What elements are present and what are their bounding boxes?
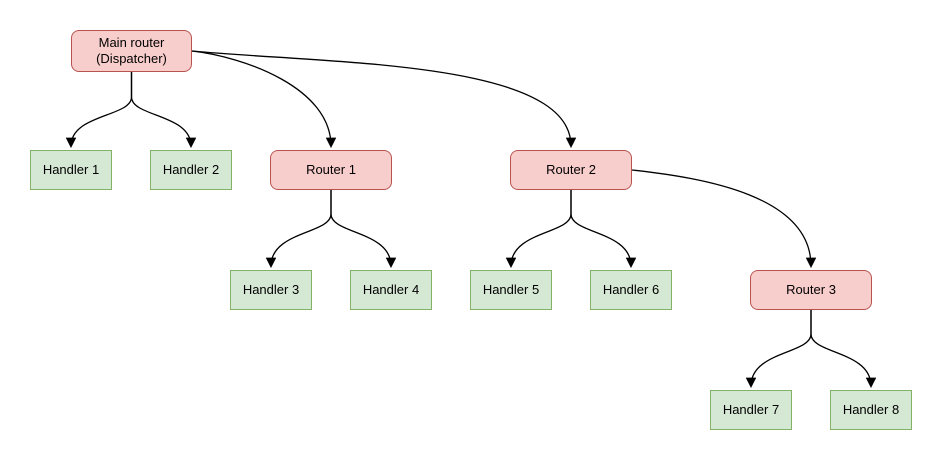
node-handler-8[interactable]: Handler 8 [830, 390, 912, 430]
edge-main-router-to-router-1 [191, 50, 337, 149]
node-label: Handler 5 [482, 281, 540, 297]
node-label: Handler 7 [722, 401, 780, 417]
node-label: Router 3 [786, 281, 836, 297]
edge-router-3-to-handler-8 [810, 310, 877, 389]
edge-main-router-to-handler-2 [130, 72, 197, 149]
edge-router-1-to-handler-3 [265, 190, 332, 269]
node-label: Handler 3 [242, 281, 300, 297]
node-router-1[interactable]: Router 1 [270, 150, 392, 190]
edge-router-3-to-handler-7 [745, 310, 812, 389]
node-handler-4[interactable]: Handler 4 [350, 270, 432, 310]
edge-router-2-to-handler-6 [570, 190, 637, 269]
node-label: Handler 4 [362, 281, 420, 297]
node-handler-7[interactable]: Handler 7 [710, 390, 792, 430]
node-router-2[interactable]: Router 2 [510, 150, 632, 190]
node-handler-5[interactable]: Handler 5 [470, 270, 552, 310]
edge-main-router-to-handler-1 [65, 72, 133, 149]
node-handler-2[interactable]: Handler 2 [150, 150, 232, 190]
node-main-router[interactable]: Main router (Dispatcher) [71, 30, 192, 72]
node-label-line: (Dispatcher) [96, 51, 167, 66]
edge-router-2-to-handler-5 [505, 190, 572, 269]
edge-router-1-to-handler-4 [330, 190, 397, 269]
node-label-line: Main router [98, 34, 165, 50]
node-handler-3[interactable]: Handler 3 [230, 270, 312, 310]
edge-main-router-to-router-2 [191, 50, 577, 149]
node-label: Handler 8 [842, 401, 900, 417]
node-label: Handler 6 [602, 281, 660, 297]
node-router-3[interactable]: Router 3 [750, 270, 872, 310]
node-label: Handler 2 [162, 161, 220, 177]
node-label: Handler 1 [42, 161, 100, 177]
edge-router-2-to-router-3 [631, 169, 817, 269]
node-label: Router 1 [306, 161, 356, 177]
node-handler-1[interactable]: Handler 1 [30, 150, 112, 190]
node-handler-6[interactable]: Handler 6 [590, 270, 672, 310]
node-label: Router 2 [546, 161, 596, 177]
